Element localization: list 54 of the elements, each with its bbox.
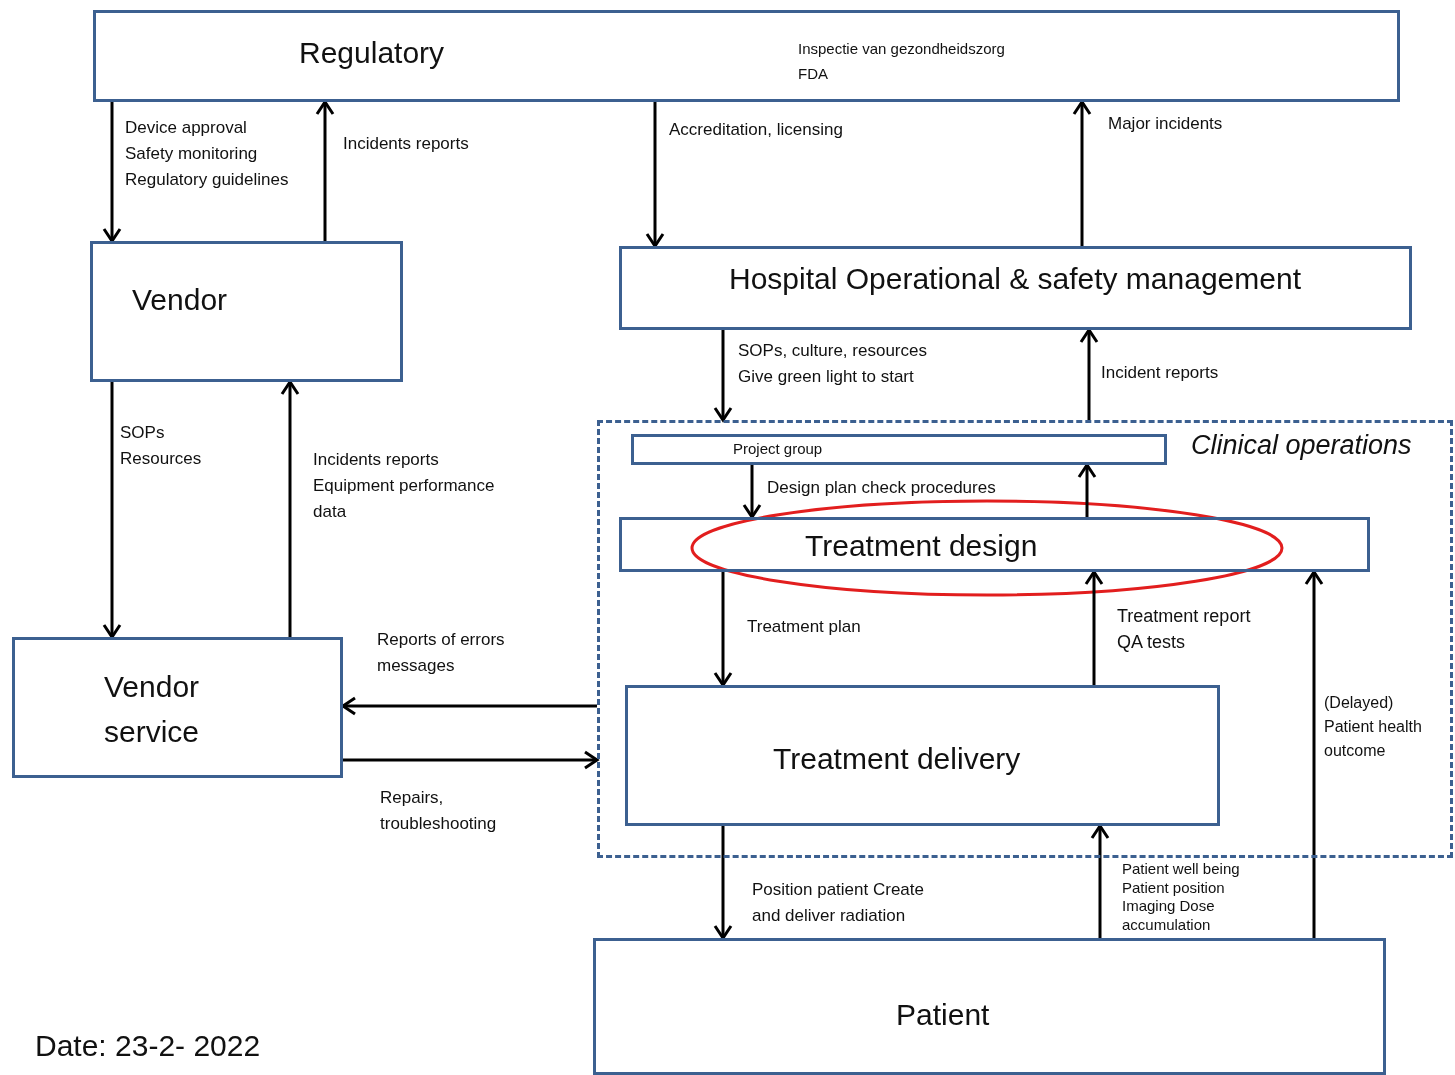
group-box	[631, 434, 1167, 465]
edge-label: Device approval Safety monitoring Regulatory guidelines	[125, 117, 290, 191]
process-box	[619, 517, 1370, 572]
process-box	[625, 685, 1220, 826]
edge-label: Major incidents	[1108, 113, 1224, 135]
vendor-box	[90, 241, 403, 382]
edge-label: Design plan check procedures	[767, 477, 997, 499]
arrow	[713, 330, 733, 422]
edge-label: Position patient Create and deliver radiation	[752, 879, 925, 927]
edge-label: Patient well being Patient position Imaging Dose accumulation	[1122, 860, 1241, 934]
arrow	[1084, 570, 1104, 685]
edge-label: Repairs, troubleshooting	[380, 787, 498, 835]
dashed-group-region	[597, 420, 1453, 858]
service-box	[12, 637, 343, 778]
arrow	[102, 382, 122, 639]
arrow	[1072, 100, 1092, 246]
arrow	[1090, 824, 1110, 938]
arrow	[341, 696, 597, 716]
management-box	[619, 246, 1412, 330]
edge-label: Treatment report QA tests	[1117, 605, 1252, 654]
patient-box	[593, 938, 1386, 1075]
node-title: Patient	[896, 997, 990, 1033]
edge-label: (Delayed) Patient health outcome	[1324, 693, 1423, 761]
edge-label: SOPs Resources	[120, 422, 203, 470]
edge-label: SOPs, culture, resources Give green light to start	[738, 340, 928, 388]
date-note: Date: 23-2- 2022	[35, 1028, 261, 1064]
arrow	[280, 380, 300, 637]
edge-label: Incident reports	[1101, 362, 1220, 384]
arrow	[713, 572, 733, 687]
edge-label: Incidents reports	[343, 133, 470, 155]
edge-label: Treatment plan	[747, 616, 862, 638]
node-text: FDA	[798, 65, 828, 83]
node-title: Treatment delivery	[773, 741, 1021, 777]
arrow	[1077, 463, 1097, 517]
arrow	[1079, 328, 1099, 420]
arrow	[315, 100, 335, 241]
arrow	[1304, 570, 1324, 938]
arrow	[343, 750, 599, 770]
node-text: Inspectie van gezondheidszorg	[798, 40, 1005, 58]
edge-label: Incidents reports Equipment performance data	[313, 449, 496, 523]
node-title: Project group	[733, 440, 823, 458]
node-title: Treatment design	[805, 528, 1038, 564]
regulatory-box	[93, 10, 1400, 102]
arrow	[713, 826, 733, 940]
node-title: Vendor	[132, 282, 228, 318]
arrow	[742, 465, 762, 519]
arrow	[645, 102, 665, 248]
edge-label: Accreditation, licensing	[669, 119, 844, 141]
node-title: Hospital Operational & safety management	[729, 261, 1301, 297]
node-title: Vendor service	[104, 669, 201, 750]
node-title: Regulatory	[299, 35, 445, 71]
edge-label: Reports of errors messages	[377, 629, 506, 677]
arrow	[102, 102, 122, 243]
node-title: Clinical operations	[1191, 429, 1412, 462]
